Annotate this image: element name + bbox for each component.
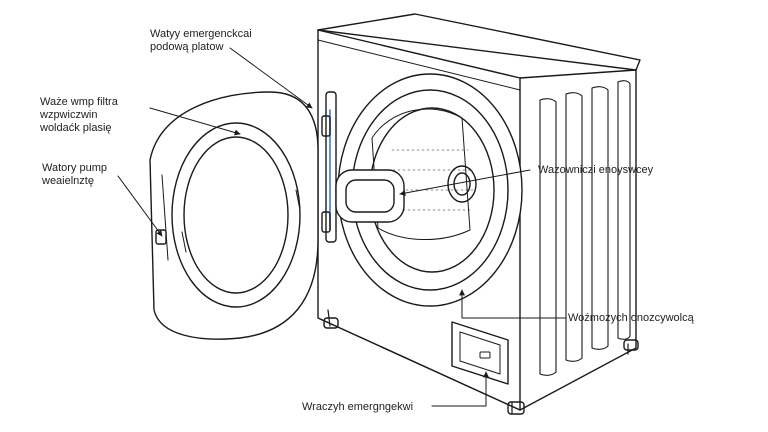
label-filter-line1: Waże wmp filtra — [40, 96, 118, 108]
side-panel-ribs — [539, 80, 631, 376]
label-filter-line2: wzpwiczwin — [40, 109, 98, 121]
label-right-lower: Woźmozych onozcywolcą — [568, 312, 694, 324]
open-door — [149, 91, 319, 340]
machine-feet — [323, 317, 639, 415]
label-pump-line2: weaielnztę — [42, 175, 94, 187]
label-bottom: Wraczyh emergngekwi — [302, 401, 414, 413]
label-filter: Waże wmp filtra wzpwiczwin woldaćk plasi… — [40, 96, 160, 135]
filter-panel — [451, 321, 509, 385]
door-handle — [335, 169, 405, 223]
label-filter-line3: woldaćk plasię — [40, 122, 112, 134]
door-hinge — [321, 91, 337, 243]
label-pump-line1: Watory pump — [42, 162, 108, 174]
leader-lines — [117, 47, 567, 407]
label-top-left-line1: Watyy emergenckcai — [150, 28, 252, 40]
label-top-left-line2: podową platow — [150, 41, 224, 53]
label-right-upper: Wazowniczi enoyswcey — [538, 164, 654, 176]
label-top-left: Watyy emergenckcai podową platow — [150, 28, 290, 54]
label-pump: Watory pump weaielnztę — [42, 162, 142, 188]
